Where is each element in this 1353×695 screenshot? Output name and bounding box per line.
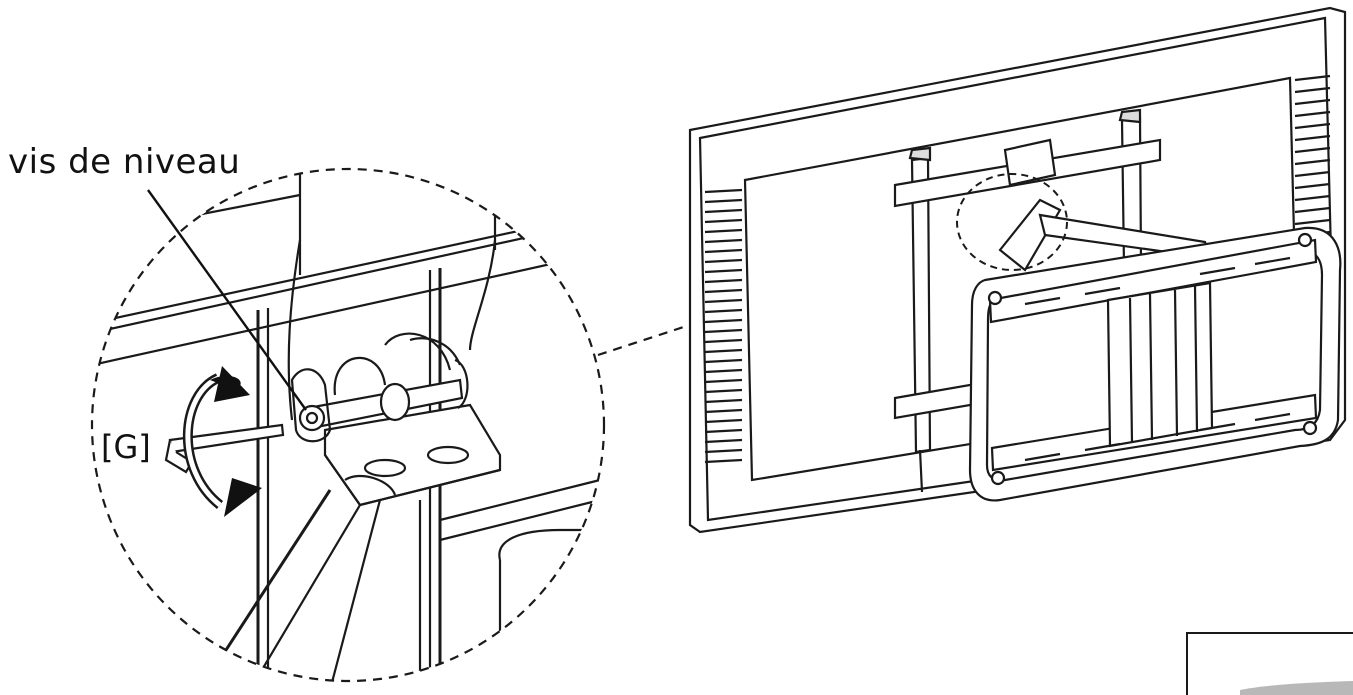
zoom-origin-circle bbox=[956, 173, 1068, 271]
level-screw-label: vis de niveau bbox=[8, 142, 241, 182]
next-step-box bbox=[1186, 632, 1353, 695]
tool-g-label: [G] bbox=[101, 428, 151, 466]
label-leader-line bbox=[147, 189, 307, 411]
detail-view bbox=[92, 170, 601, 681]
rotation-arrow-icon bbox=[182, 366, 262, 517]
detail-circle bbox=[90, 167, 606, 683]
left-vents bbox=[704, 188, 743, 464]
